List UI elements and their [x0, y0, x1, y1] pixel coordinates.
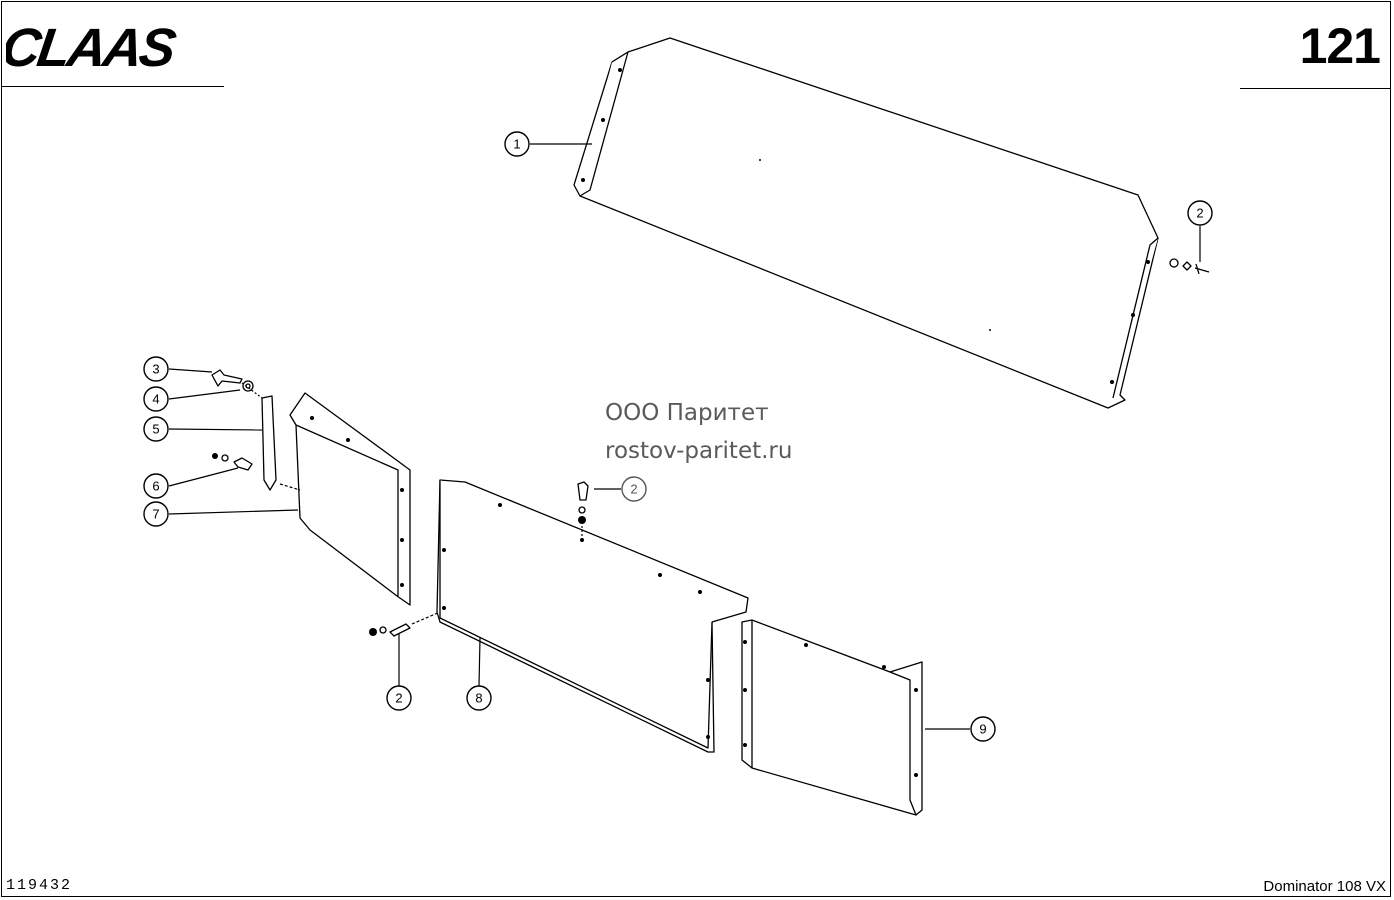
fastener-middle: [577, 481, 589, 540]
svg-text:2: 2: [1196, 206, 1203, 221]
watermark-company: ООО Паритет: [605, 400, 769, 426]
watermark-url: rostov-paritet.ru: [605, 438, 793, 464]
page-number: 121: [1299, 18, 1381, 74]
callout-2-top: 2: [1187, 200, 1213, 226]
callout-8: 8: [466, 685, 492, 711]
model-name: Dominator 108 VX: [1263, 878, 1386, 895]
svg-text:2: 2: [395, 691, 402, 706]
claas-logo: CLAAS: [6, 18, 180, 74]
callout-2-mid: 2: [621, 476, 647, 502]
part-5-strap: [261, 395, 277, 491]
part-7-left-panel: [289, 392, 411, 606]
svg-text:CLAAS: CLAAS: [6, 18, 180, 74]
svg-text:3: 3: [152, 362, 159, 377]
svg-text:9: 9: [979, 722, 986, 737]
callout-5: 5: [143, 416, 169, 442]
fastener-top-right: [1169, 258, 1210, 275]
svg-text:7: 7: [152, 507, 159, 522]
callout-1: 1: [504, 131, 530, 157]
part-3-bolt: [211, 369, 243, 387]
logo-underline: [2, 86, 224, 87]
page-number-underline: [1240, 88, 1390, 89]
svg-text:6: 6: [152, 479, 159, 494]
callout-2-bottom: 2: [386, 685, 412, 711]
drawing-number: 119432: [6, 877, 73, 894]
svg-text:2: 2: [630, 482, 637, 497]
svg-text:5: 5: [152, 422, 159, 437]
part-9-right-panel: [741, 619, 923, 816]
callout-4: 4: [143, 386, 169, 412]
callout-7: 7: [143, 501, 169, 527]
part-1-cover-panel: [573, 37, 1159, 409]
svg-text:4: 4: [152, 392, 159, 407]
svg-text:1: 1: [513, 137, 520, 152]
callout-3: 3: [143, 356, 169, 382]
part-8-middle-panel: [436, 479, 749, 753]
callout-9: 9: [970, 716, 996, 742]
part-6-nut-bolt: [212, 453, 253, 471]
part-4-washer: [242, 380, 254, 392]
callout-6: 6: [143, 473, 169, 499]
fastener-bottom-left: [369, 611, 441, 637]
svg-text:8: 8: [475, 691, 482, 706]
